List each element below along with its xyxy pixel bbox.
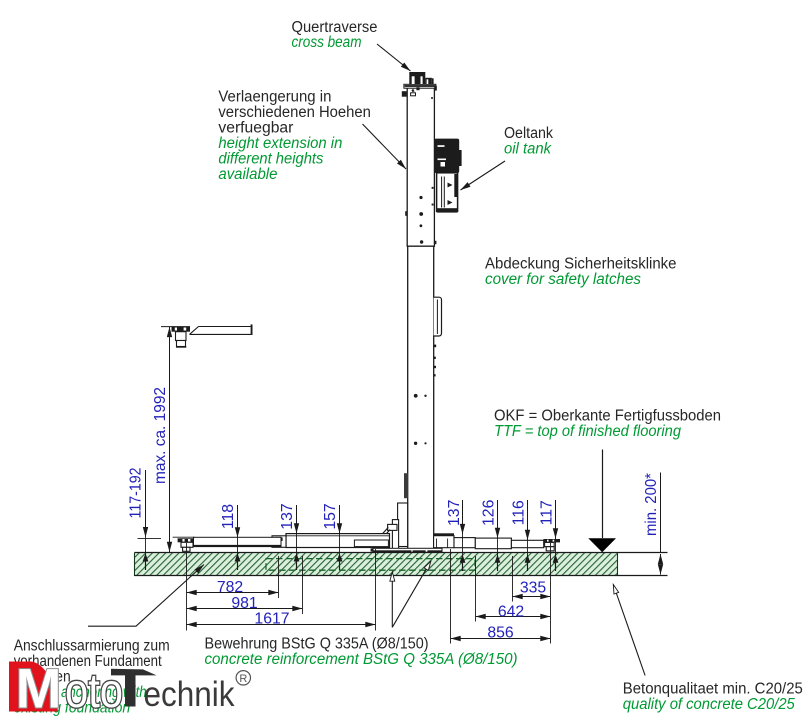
svg-text:cross beam: cross beam xyxy=(292,34,362,51)
svg-text:642: 642 xyxy=(498,604,524,621)
svg-text:1617: 1617 xyxy=(254,611,289,628)
svg-text:Abdeckung Sicherheitsklinke: Abdeckung Sicherheitsklinke xyxy=(485,256,677,273)
svg-text:117-192: 117-192 xyxy=(128,468,145,519)
svg-text:782: 782 xyxy=(217,579,243,596)
svg-text:118: 118 xyxy=(220,504,237,529)
svg-text:cover for safety latches: cover for safety latches xyxy=(485,271,641,288)
svg-text:height extension in: height extension in xyxy=(218,135,342,152)
svg-text:min. 200*: min. 200* xyxy=(643,473,660,536)
svg-text:335: 335 xyxy=(520,580,547,597)
svg-text:137: 137 xyxy=(279,503,296,529)
svg-text:quality of concrete C20/25: quality of concrete C20/25 xyxy=(623,696,795,713)
svg-text:echnik: echnik xyxy=(144,676,235,715)
svg-text:126: 126 xyxy=(481,499,498,526)
svg-text:max. ca. 1992: max. ca. 1992 xyxy=(152,387,169,484)
svg-text:verschiedenen Hoehen: verschiedenen Hoehen xyxy=(218,104,371,121)
svg-text:Betonqualitaet min. C20/25: Betonqualitaet min. C20/25 xyxy=(623,680,803,697)
svg-text:vorhandenen Fundament: vorhandenen Fundament xyxy=(14,653,163,670)
svg-text:available: available xyxy=(218,166,277,183)
svg-text:R: R xyxy=(239,673,247,685)
svg-text:137: 137 xyxy=(446,500,463,526)
svg-text:oto: oto xyxy=(65,663,123,717)
svg-text:TTF = top of finished flooring: TTF = top of finished flooring xyxy=(494,423,681,440)
svg-text:981: 981 xyxy=(231,595,258,612)
svg-text:Anschlussarmierung zum: Anschlussarmierung zum xyxy=(14,637,170,654)
svg-text:Quertraverse: Quertraverse xyxy=(292,19,378,36)
svg-text:157: 157 xyxy=(322,503,339,529)
svg-text:Bewehrung BStG Q 335A (Ø8/150): Bewehrung BStG Q 335A (Ø8/150) xyxy=(205,635,429,652)
svg-text:117: 117 xyxy=(539,500,556,525)
svg-text:OKF = Oberkante Fertigfussbode: OKF = Oberkante Fertigfussboden xyxy=(494,408,721,425)
svg-text:different heights: different heights xyxy=(218,151,323,168)
svg-text:116: 116 xyxy=(511,500,528,525)
svg-text:856: 856 xyxy=(487,625,514,642)
svg-text:Verlaengerung in: Verlaengerung in xyxy=(218,89,331,106)
svg-text:concrete reinforcement BStG Q: concrete reinforcement BStG Q 335A (Ø8/1… xyxy=(205,651,518,668)
svg-text:oil tank: oil tank xyxy=(504,141,552,158)
svg-text:verfuegbar: verfuegbar xyxy=(218,120,293,137)
svg-text:M: M xyxy=(16,657,62,720)
svg-text:Oeltank: Oeltank xyxy=(504,125,553,142)
